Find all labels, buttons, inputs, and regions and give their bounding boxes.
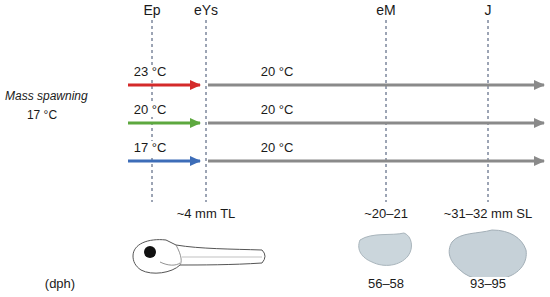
spawning-label: Mass spawning — [3, 90, 90, 104]
age-label: (dph) — [43, 277, 77, 292]
rearing-arrow — [208, 160, 544, 163]
temperature-label: 20 °C — [259, 103, 296, 118]
stage-line — [488, 20, 489, 202]
stage-line — [206, 20, 207, 202]
size-label: ~31–32 mm SL — [442, 207, 535, 222]
treatment-arrow — [128, 122, 200, 125]
gonad-image — [359, 233, 412, 265]
stage-label: eM — [374, 2, 397, 18]
size-label: ~4 mm TL — [175, 207, 238, 222]
stage-label: eYs — [192, 2, 220, 18]
temperature-label: 17 °C — [25, 109, 59, 123]
larva-body — [133, 240, 265, 274]
size-label: ~20–21 — [362, 207, 410, 222]
age-label: 56–58 — [366, 277, 406, 292]
rearing-arrow — [208, 84, 544, 87]
larva-drawing — [133, 240, 265, 274]
temperature-label: 20 °C — [259, 65, 296, 80]
treatment-arrow — [128, 160, 200, 163]
larva-yolk — [160, 262, 180, 265]
treatment-arrow — [128, 84, 200, 87]
larva-eye — [144, 246, 156, 258]
stage-label: Ep — [141, 2, 162, 18]
larva-gut — [176, 245, 181, 265]
gonad-image — [449, 230, 526, 280]
larva-notochord — [182, 257, 262, 258]
temperature-label: 17 °C — [132, 141, 169, 156]
temperature-label: 20 °C — [259, 141, 296, 156]
age-label: 93–95 — [468, 277, 508, 292]
stage-lines — [152, 20, 488, 202]
rearing-arrow — [208, 122, 544, 125]
temperature-arrows — [128, 85, 544, 161]
temperature-label: 23 °C — [132, 65, 169, 80]
temperature-label: 20 °C — [132, 103, 169, 118]
stage-label: J — [483, 2, 494, 18]
stage-line — [386, 20, 387, 202]
